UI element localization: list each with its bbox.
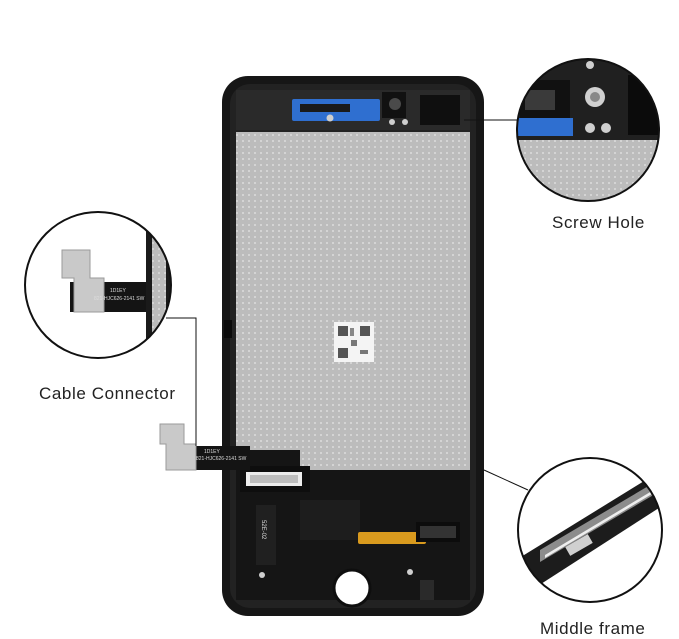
flex-code-line-1: 1D1EY — [204, 449, 221, 455]
screw-hole-label: Screw Hole — [552, 213, 645, 232]
cable-connector-callout — [24, 211, 197, 446]
flex-code-line-2: 821-HJC626-2141 SW — [196, 456, 247, 462]
lcd-assembly — [222, 76, 484, 616]
flex-cable — [159, 423, 250, 471]
cable-connector-label: Cable Connector — [39, 384, 176, 403]
qr-code — [334, 322, 374, 362]
home-button-hole — [332, 568, 372, 608]
callout-flex-code-1: 1D1EY — [110, 288, 127, 294]
middle-frame-callout — [483, 457, 663, 603]
middle-frame-label: Middle frame — [540, 619, 646, 638]
side-print: 52E-02 — [260, 520, 266, 540]
screw-hole-callout — [464, 58, 660, 202]
screw-icon — [326, 114, 334, 122]
gold-flex — [358, 532, 426, 544]
callout-flex-code-2: 821-HJC626-2141 SW — [94, 296, 145, 302]
